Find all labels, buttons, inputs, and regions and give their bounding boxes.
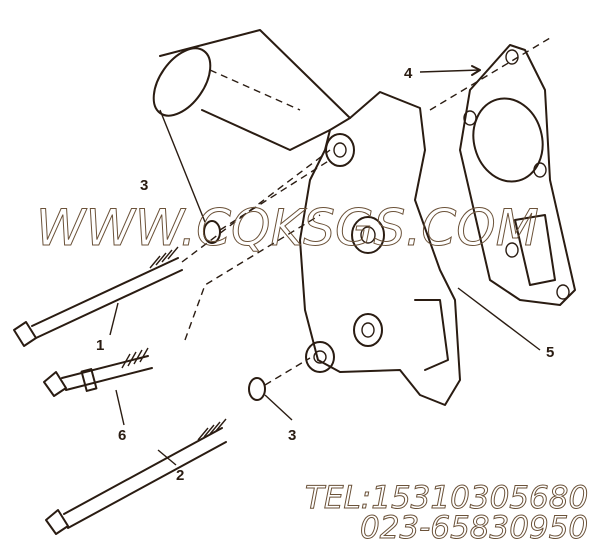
callout-3-upper: 3 [140, 177, 148, 194]
leader-lines [109, 65, 541, 466]
callout-2: 2 [176, 467, 184, 484]
watermark-tel: TEL:15310305680 [305, 480, 588, 516]
watermark-site: WWW.CQKSGS.COM [36, 199, 539, 257]
lock-washer-lower [248, 357, 311, 401]
water-outlet-housing [299, 91, 461, 406]
bolt-2 [45, 418, 227, 535]
gasket [429, 37, 576, 306]
bolt-6 [43, 214, 321, 397]
callout-1: 1 [96, 337, 104, 354]
lock-washer-upper [203, 159, 331, 244]
callout-5: 5 [546, 344, 554, 361]
watermark-phone: 023-65830950 [360, 510, 588, 546]
callout-4: 4 [404, 65, 413, 82]
bolt-1 [13, 149, 331, 347]
callout-3-lower: 3 [288, 427, 296, 444]
outlet-pipe [152, 29, 351, 151]
callout-6: 6 [118, 427, 126, 444]
